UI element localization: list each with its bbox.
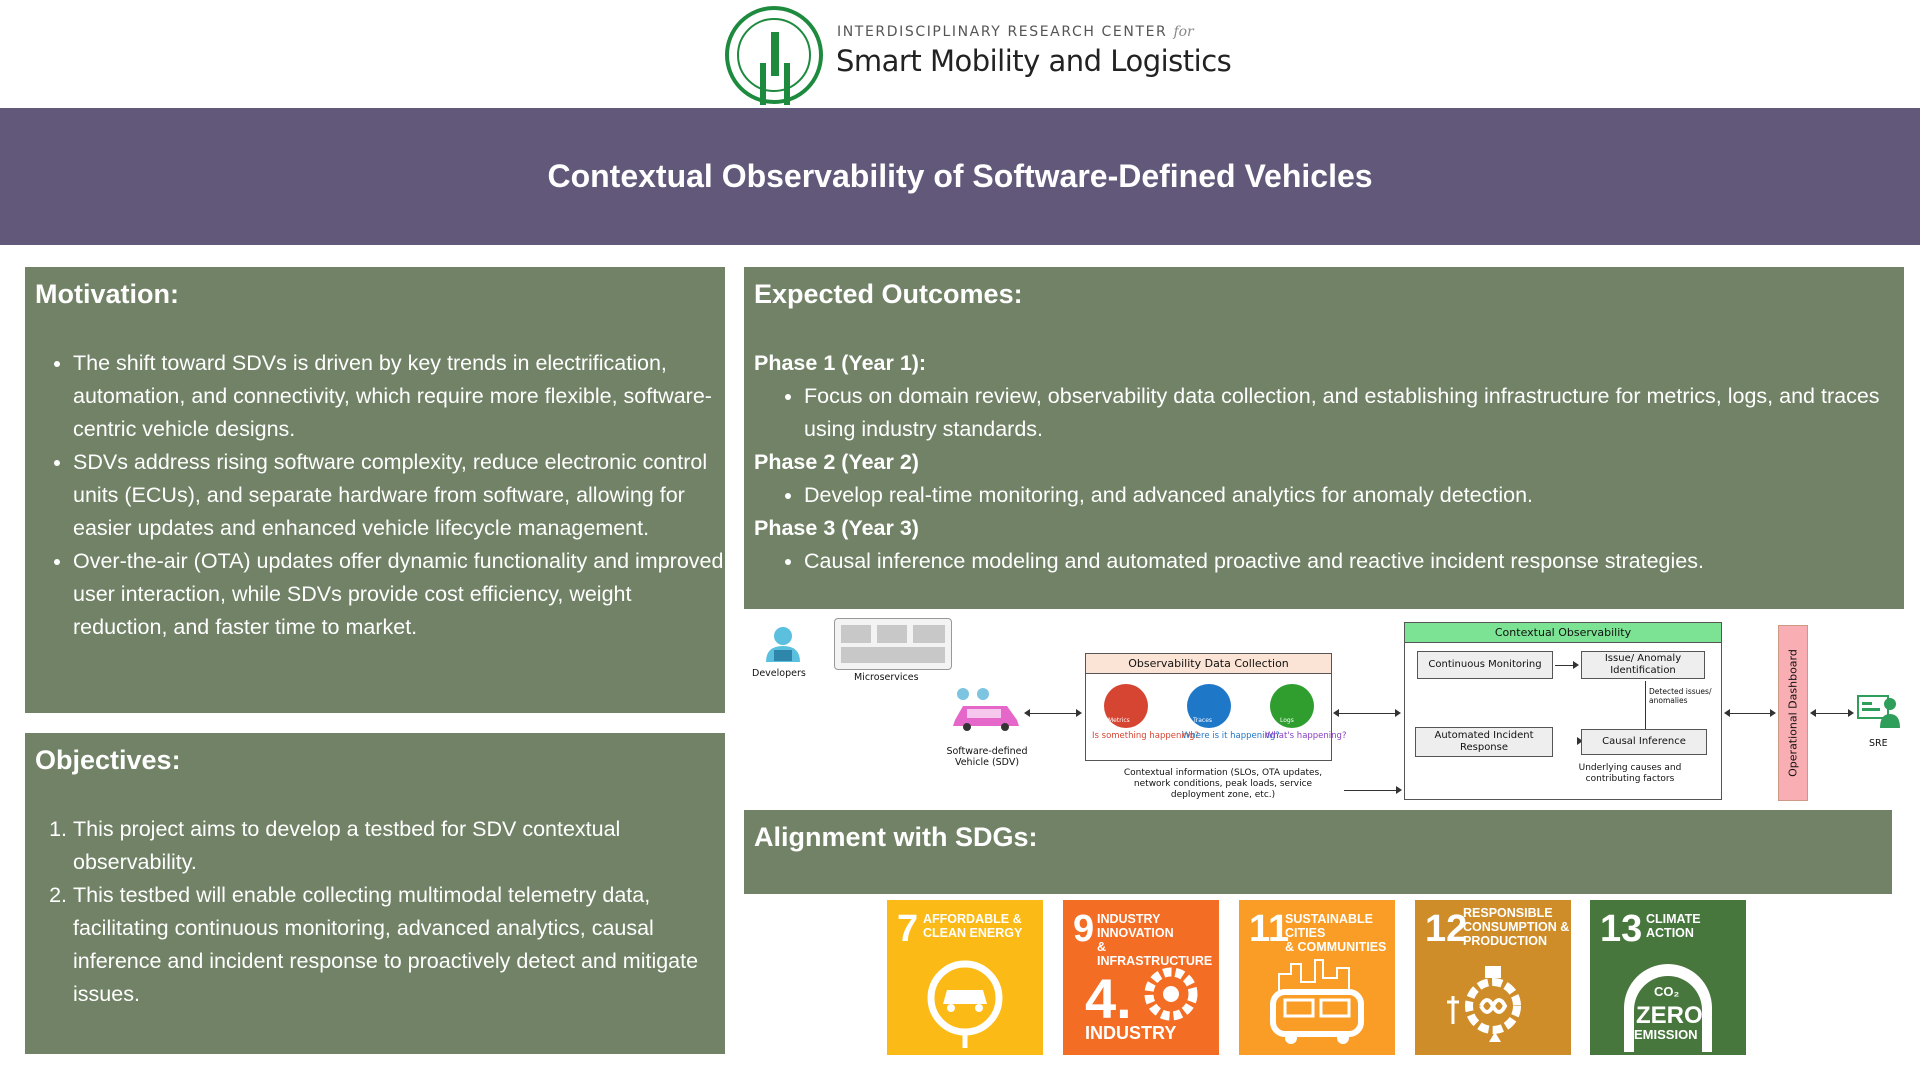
metrics-tag: Metrics (1108, 717, 1130, 724)
microservices-dashboard-icon (834, 618, 952, 670)
phase-2-bullet: Develop real-time monitoring, and advanc… (804, 479, 1894, 512)
microservices-label: Microservices (854, 672, 919, 683)
sdg-7-label: AFFORDABLE & CLEAN ENERGY (923, 912, 1023, 940)
logs-tag: Logs (1280, 717, 1294, 724)
objectives-panel: Objectives: This project aims to develop… (25, 733, 725, 1054)
logs-icon (1270, 684, 1314, 728)
co2-zero-emission-icon: CO₂ (1624, 964, 1712, 1052)
co-dashboard-arrow (1724, 709, 1776, 717)
center-subtitle: INTERDISCIPLINARY RESEARCH CENTER for (837, 24, 1194, 40)
svg-text:4.: 4. (1085, 967, 1132, 1030)
developer-icon (766, 627, 800, 662)
sdg-12-label: RESPONSIBLE CONSUMPTION & PRODUCTION (1463, 906, 1570, 948)
sdg-11-tile: 11 SUSTAINABLE CITIES & COMMUNITIES (1239, 900, 1395, 1055)
causal-inference-box: Causal Inference (1581, 729, 1707, 755)
header: INTERDISCIPLINARY RESEARCH CENTER for Sm… (0, 0, 1920, 108)
sdg-12-number: 12 (1425, 908, 1468, 950)
outcomes-heading: Expected Outcomes: (754, 279, 1023, 309)
industry-gear-icon: 4. (1085, 967, 1198, 1030)
electric-car-plug-icon (927, 960, 1003, 1048)
sre-label: SRE (1869, 738, 1888, 749)
traces-tag: Traces (1193, 717, 1213, 724)
sdg-7-tile: 7 AFFORDABLE & CLEAN ENERGY (887, 900, 1043, 1055)
underlying-causes-label: Underlying causes and contributing facto… (1578, 763, 1682, 784)
objective-item: This testbed will enable collecting mult… (73, 879, 727, 1011)
odc-title: Observability Data Collection (1086, 654, 1331, 674)
architecture-diagram: Developers Microservices Software-define… (744, 610, 1920, 808)
phase-3-bullet: Causal inference modeling and automated … (804, 545, 1894, 578)
sdg-heading: Alignment with SDGs: (754, 822, 1038, 852)
issue-identification-box: Issue/ Anomaly Identification (1581, 651, 1705, 679)
traces-question: Where is it happening? (1182, 731, 1280, 741)
contextual-info-label: Contextual information (SLOs, OTA update… (1123, 768, 1323, 800)
sdg-13-zero: ZERO (1636, 1002, 1703, 1029)
monitoring-issue-arrow (1555, 661, 1579, 669)
traces-icon (1187, 684, 1231, 728)
odc-co-arrow (1333, 709, 1401, 717)
contextual-observability-box: Contextual Observability Continuous Moni… (1404, 622, 1722, 800)
sdg-9-subtitle: INDUSTRY (1085, 1023, 1177, 1043)
motivation-bullet: SDVs address rising software complexity,… (73, 446, 727, 545)
context-co-arrow (1344, 786, 1402, 794)
circular-economy-icon (1447, 966, 1521, 1042)
motivation-heading: Motivation: (35, 279, 179, 309)
page-title: Contextual Observability of Software-Def… (547, 158, 1373, 194)
center-name: Smart Mobility and Logistics (836, 44, 1232, 78)
dashboard-sre-arrow (1810, 709, 1854, 717)
sdg-alignment-panel: Alignment with SDGs: (744, 810, 1892, 894)
automated-incident-response-box: Automated Incident Response (1415, 727, 1553, 757)
operational-dashboard: Operational Dashboard (1778, 625, 1808, 801)
sdg-13-label: CLIMATE ACTION (1646, 912, 1701, 940)
sdg-7-number: 7 (897, 908, 919, 950)
sdg-9-tile: 9 INDUSTRY INNOVATION & INFRASTRUCTURE 4… (1063, 900, 1219, 1055)
motivation-bullet: The shift toward SDVs is driven by key t… (73, 347, 727, 446)
sdg-11-number: 11 (1249, 908, 1290, 950)
metrics-icon (1104, 684, 1148, 728)
phase-1-title: Phase 1 (Year 1): (754, 351, 927, 375)
phase-3-title: Phase 3 (Year 3) (754, 516, 919, 540)
expected-outcomes-panel: Expected Outcomes: Phase 1 (Year 1): Foc… (744, 267, 1904, 609)
sdg-13-number: 13 (1600, 908, 1643, 950)
motivation-bullet: Over-the-air (OTA) updates offer dynamic… (73, 545, 727, 644)
sdg-9-number: 9 (1073, 908, 1095, 950)
detected-issues-label: Detected issues/ anomalies (1649, 687, 1712, 705)
city-vehicle-icon (1270, 959, 1364, 1044)
sdv-odc-arrow (1024, 709, 1082, 717)
logs-question: What's happening? (1265, 731, 1347, 741)
sdg-12-tile: 12 RESPONSIBLE CONSUMPTION & PRODUCTION (1415, 900, 1571, 1055)
observability-data-collection-box: Observability Data Collection Metrics Is… (1085, 653, 1346, 761)
dashboard-label: Operational Dashboard (1786, 649, 1800, 777)
developers-label: Developers (752, 668, 806, 679)
metrics-question: Is something happening? (1092, 731, 1200, 741)
phase-2-title: Phase 2 (Year 2) (754, 450, 919, 474)
continuous-monitoring-box: Continuous Monitoring (1417, 651, 1553, 679)
sdg-13-emission: EMISSION (1634, 1027, 1698, 1042)
objectives-heading: Objectives: (35, 745, 181, 775)
phase-1-bullet: Focus on domain review, observability da… (804, 380, 1894, 446)
motivation-panel: Motivation: The shift toward SDVs is dri… (25, 267, 725, 713)
objective-item: This project aims to develop a testbed f… (73, 813, 727, 879)
title-banner: Contextual Observability of Software-Def… (0, 108, 1920, 245)
svg-text:CO₂: CO₂ (1654, 984, 1680, 999)
sdv-label: Software-defined Vehicle (SDV) (946, 746, 1028, 768)
sre-icon (1857, 695, 1900, 728)
sdg-13-tile: 13 CLIMATE ACTION CO₂ ZERO EMISSION (1590, 900, 1746, 1055)
sdg-11-label: SUSTAINABLE CITIES & COMMUNITIES (1285, 912, 1387, 954)
sdg-9-label: INDUSTRY INNOVATION & INFRASTRUCTURE (1097, 912, 1213, 968)
sdv-car-icon (953, 688, 1019, 731)
co-title: Contextual Observability (1405, 623, 1721, 643)
university-seal-logo (725, 6, 823, 104)
